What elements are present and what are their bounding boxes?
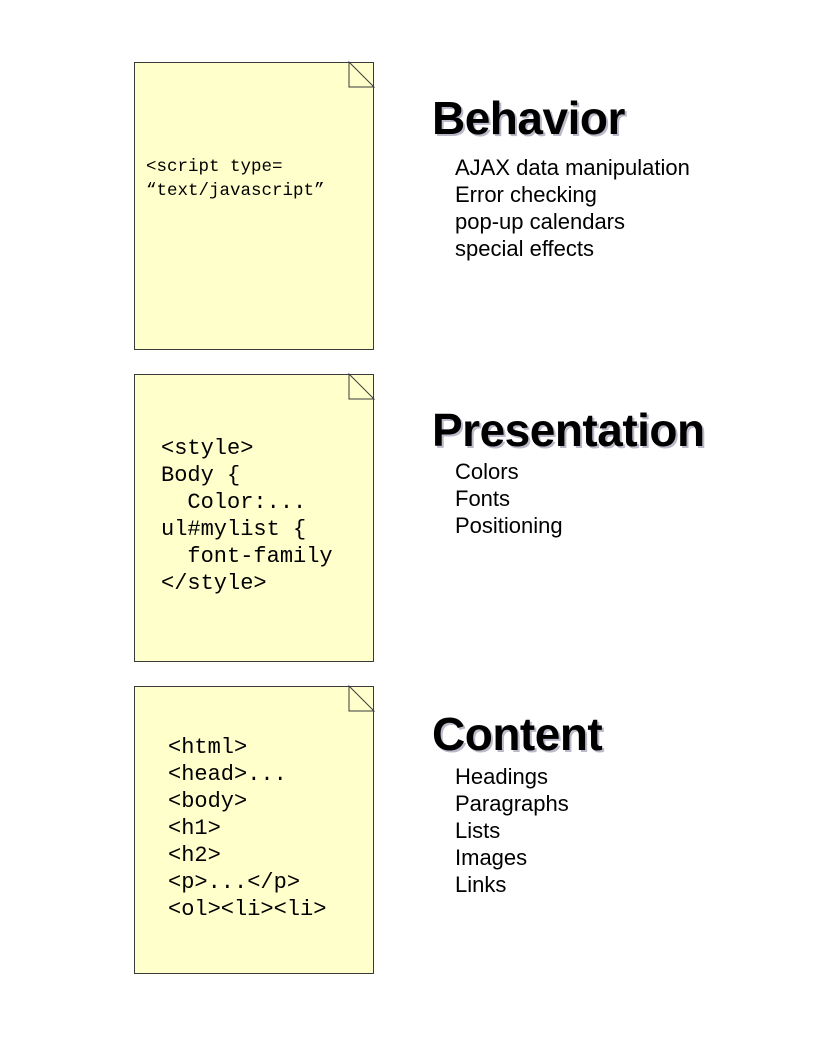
- code-line: <h2>: [168, 843, 221, 868]
- code-line: Body {: [161, 463, 241, 488]
- content-section: Content Headings Paragraphs Lists Images…: [432, 708, 603, 898]
- behavior-heading: Behavior: [432, 92, 625, 144]
- code-line: <p>...</p>: [168, 870, 301, 895]
- list-item: AJAX data manipulation: [455, 155, 690, 180]
- code-line: <head>...: [168, 762, 287, 787]
- code-line: ul#mylist {: [161, 517, 307, 542]
- page-fold-icon: [348, 684, 376, 712]
- presentation-code-snippet: <style>Body { Color:...ul#mylist { font-…: [161, 435, 333, 597]
- list-item: Headings: [455, 764, 548, 789]
- content-code-note: <html><head>...<body><h1><h2><p>...</p><…: [134, 684, 376, 974]
- list-item: Positioning: [455, 513, 563, 538]
- list-item: special effects: [455, 236, 595, 261]
- code-line: <script type=: [146, 157, 283, 177]
- code-line: <h1>: [168, 816, 221, 841]
- presentation-code-note: <style>Body { Color:...ul#mylist { font-…: [134, 372, 376, 662]
- list-item: Paragraphs: [455, 791, 569, 816]
- code-line: </style>: [161, 571, 267, 596]
- behavior-section: Behavior AJAX data manipulation Error ch…: [432, 95, 690, 262]
- code-line: <style>: [161, 436, 254, 461]
- list-item: Links: [455, 872, 507, 897]
- content-heading: Content: [432, 708, 603, 760]
- page-fold-icon: [348, 372, 376, 400]
- list-item: pop-up calendars: [455, 209, 626, 234]
- list-item: Images: [455, 845, 528, 870]
- content-list: Headings Paragraphs Lists Images Links: [432, 763, 602, 898]
- list-item: Lists: [455, 818, 501, 843]
- code-line: <body>: [168, 789, 248, 814]
- code-line: <ol><li><li>: [168, 897, 327, 922]
- presentation-section: Presentation Colors Fonts Positioning: [432, 407, 705, 539]
- code-line: “text/javascript”: [146, 181, 325, 201]
- presentation-list: Colors Fonts Positioning: [432, 458, 705, 539]
- presentation-heading: Presentation: [432, 404, 705, 456]
- page-fold-icon: [348, 60, 376, 88]
- content-code-snippet: <html><head>...<body><h1><h2><p>...</p><…: [168, 734, 326, 923]
- list-item: Fonts: [455, 486, 511, 511]
- behavior-list: AJAX data manipulation Error checking po…: [432, 154, 690, 262]
- list-item: Colors: [455, 459, 519, 484]
- behavior-code-snippet: <script type= “text/javascript”: [146, 155, 325, 203]
- code-line: <html>: [168, 735, 248, 760]
- behavior-code-note: <script type= “text/javascript”: [134, 60, 376, 350]
- code-line: Color:...: [161, 490, 307, 515]
- code-line: font-family: [161, 544, 333, 569]
- list-item: Error checking: [455, 182, 597, 207]
